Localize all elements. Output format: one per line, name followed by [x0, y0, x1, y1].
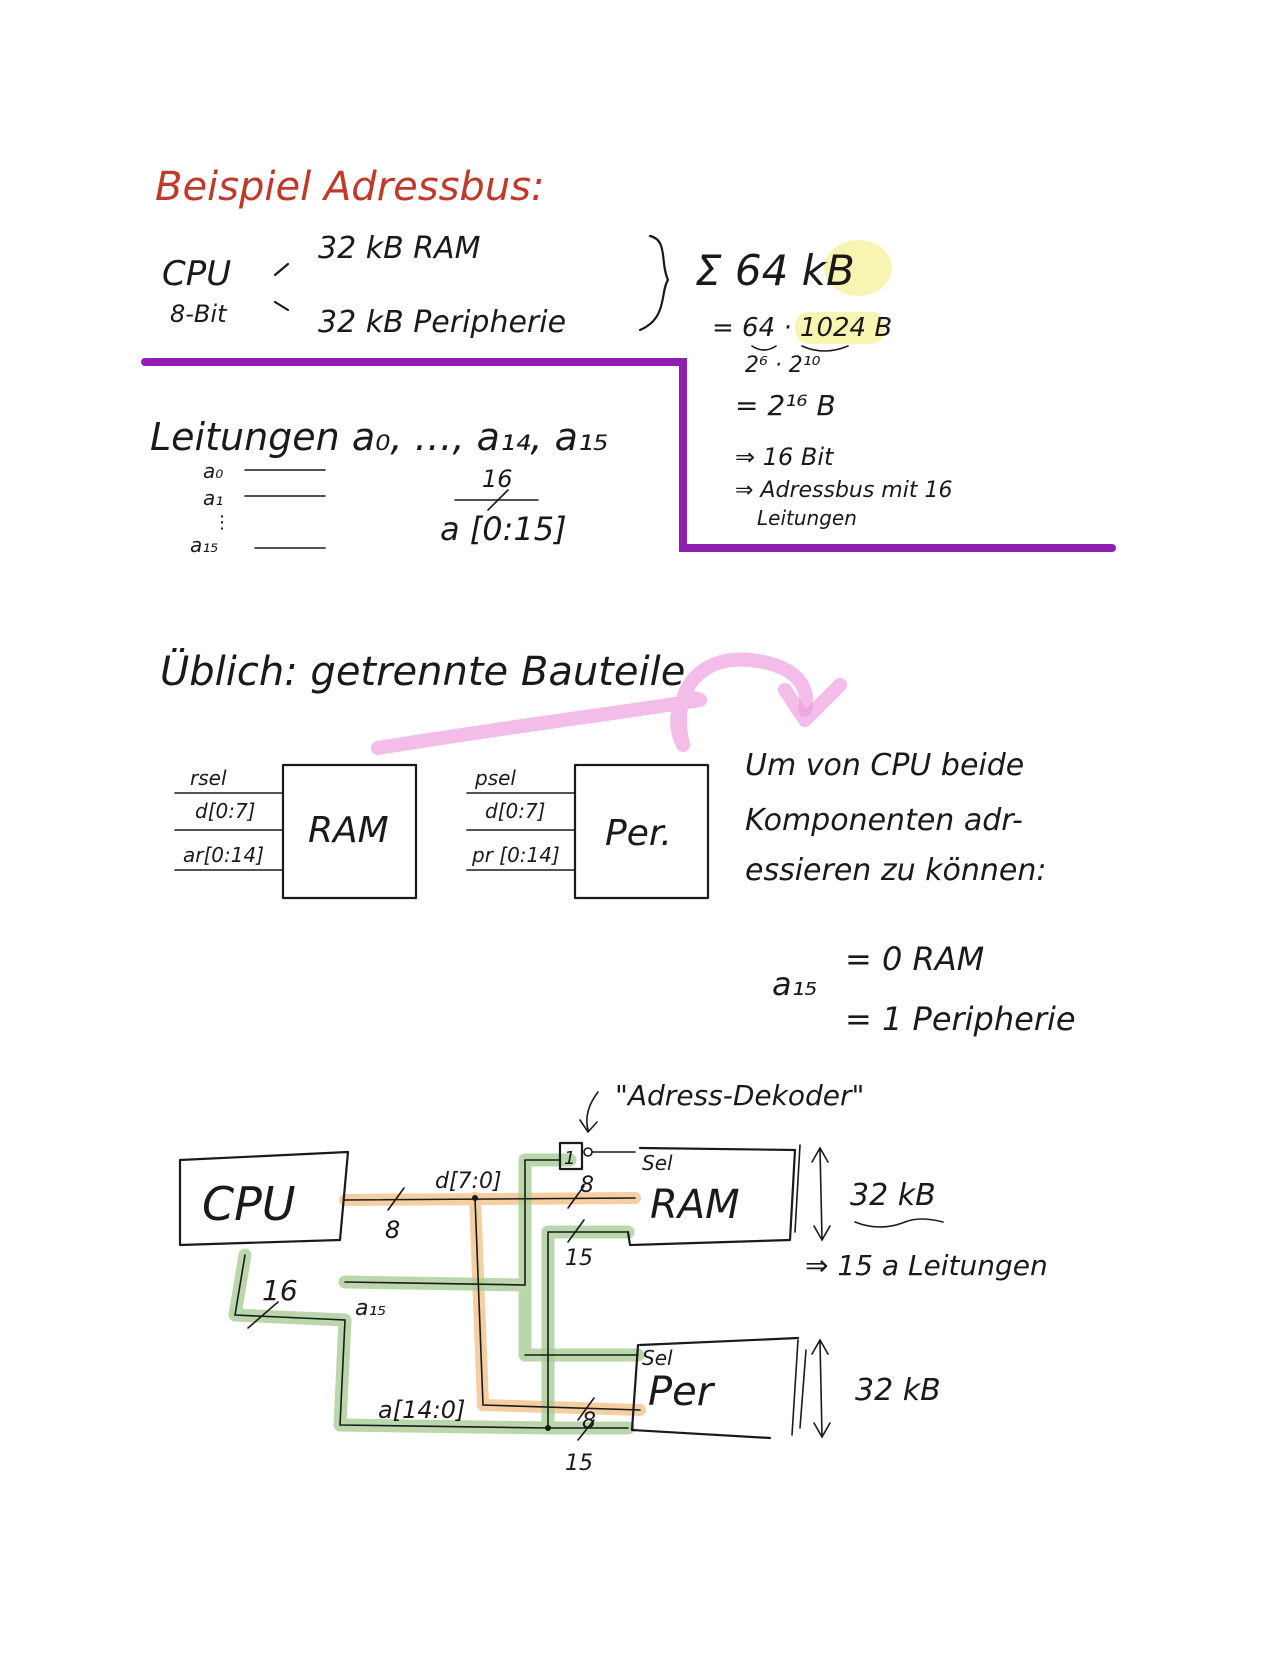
rule-ram: = 0 RAM — [845, 940, 984, 978]
schematic-per-box — [630, 1336, 800, 1440]
bus-label: a [0:15] — [440, 510, 567, 548]
schematic-cpu-label: CPU — [202, 1177, 296, 1231]
line-label-a15: a₁₅ — [190, 533, 218, 557]
per-size-extra-stroke — [799, 1349, 807, 1429]
underbrace-left — [751, 345, 777, 351]
data-bus-line — [344, 1197, 636, 1201]
ram-pin-rsel: rsel — [190, 766, 227, 790]
data-bus-width-cpu: 8 — [385, 1216, 400, 1244]
calc-line-1: = 64 · 1024 B — [712, 313, 892, 343]
ram-size-arrow — [811, 1146, 831, 1242]
per-addr-slash — [577, 1419, 595, 1441]
ram-size-underline — [854, 1218, 944, 1228]
schematic-cpu-box — [178, 1150, 350, 1247]
per-data-slash — [577, 1397, 595, 1421]
per-size-label: 32 kB — [855, 1373, 941, 1408]
bus-width-16: 16 — [482, 465, 513, 493]
decoder-inverter-bubble — [583, 1147, 593, 1157]
per-pin-addr: pr [0:14] — [471, 843, 560, 867]
ram-block-label: RAM — [308, 810, 389, 851]
a15-line — [344, 1159, 526, 1286]
data-bus-label: d[7:0] — [435, 1169, 502, 1194]
addr-bus-width: 16 — [262, 1274, 298, 1307]
data-bus-slash-cpu — [387, 1187, 405, 1211]
cpu-bits: 8-Bit — [170, 300, 228, 328]
decoder-gate-symbol: 1 — [564, 1148, 575, 1169]
ram-block — [281, 763, 418, 900]
decoder-label: "Adress-Dekoder" — [615, 1079, 864, 1112]
per-sel-label: Sel — [642, 1346, 673, 1370]
ram-sel-label: Sel — [642, 1151, 673, 1175]
implies-bits: ⇒ 16 Bit — [735, 443, 835, 471]
addr-bus-line — [234, 1254, 549, 1429]
per-addr-width: 15 — [565, 1451, 593, 1476]
data-bus-drop — [474, 1197, 641, 1411]
line-label-a1: a₁ — [203, 486, 223, 510]
leitungen-heading: Leitungen a₀, …, a₁₄, a₁₅ — [150, 415, 608, 459]
kb-highlight — [824, 240, 892, 296]
note-line-2: Komponenten adr- — [745, 803, 1023, 838]
per-box-right-stroke — [791, 1339, 799, 1436]
rule-a15: a₁₅ — [772, 965, 817, 1003]
rule-per: = 1 Peripherie — [845, 1000, 1076, 1038]
decoder-gate — [558, 1141, 584, 1171]
implies-bus-2: Leitungen — [757, 506, 857, 530]
pink-arrow-head — [778, 678, 847, 727]
calc-line-2: = 2¹⁶ B — [735, 389, 836, 422]
ram-addr-slash — [567, 1219, 585, 1243]
addr-bus-junction — [545, 1425, 551, 1431]
line-label-a0: a₀ — [203, 459, 223, 483]
curly-brace — [638, 234, 670, 332]
per-pin-data: d[0:7] — [485, 799, 546, 823]
per-data-width: 8 — [582, 1409, 596, 1434]
addr-bus-slash — [247, 1301, 279, 1329]
ueblich-heading: Üblich: getrennte Bauteile — [160, 647, 685, 695]
implies-bus: ⇒ Adressbus mit 16 — [735, 478, 952, 503]
ram-box-right-stroke — [794, 1144, 801, 1233]
per-pin-psel: psel — [474, 766, 516, 790]
underbrace-right — [801, 345, 849, 352]
data-bus-junction — [472, 1195, 478, 1201]
ram-data-slash — [567, 1185, 585, 1209]
ram-pin-addr: ar[0:14] — [183, 843, 264, 867]
peripherie-size: 32 kB Peripherie — [318, 305, 566, 340]
page-title: Beispiel Adressbus: — [155, 164, 545, 210]
schematic-per-label: Per — [648, 1369, 716, 1415]
line-label-dots: ⋮ — [213, 512, 231, 533]
pink-arrow-stroke — [371, 652, 814, 755]
calc-powers: 2⁶ · 2¹⁰ — [745, 353, 821, 378]
branch-tick-lower — [273, 300, 290, 312]
bus-slash — [487, 489, 509, 511]
ram-lines-note: ⇒ 15 a Leitungen — [805, 1249, 1048, 1282]
per-size-arrow — [811, 1338, 831, 1439]
addr-to-ram — [547, 1231, 629, 1429]
ram-addr-width: 15 — [565, 1246, 593, 1271]
schematic-ram-box — [626, 1146, 797, 1247]
ram-size: 32 kB RAM — [318, 231, 481, 266]
addr-low-label: a[14:0] — [378, 1396, 465, 1424]
branch-tick-upper — [273, 262, 290, 277]
ram-data-width: 8 — [580, 1173, 594, 1198]
ram-pin-data: d[0:7] — [195, 799, 256, 823]
ram-size-label: 32 kB — [850, 1178, 936, 1213]
section-divider — [141, 358, 1116, 552]
note-line-3: essieren zu können: — [745, 853, 1046, 888]
decoder-arrow — [579, 1091, 599, 1134]
sum-total: Σ 64 kB — [695, 246, 855, 295]
per-block-label: Per. — [605, 813, 672, 854]
schematic-a15-label: a₁₅ — [355, 1296, 386, 1321]
cpu-label: CPU — [162, 254, 231, 294]
note-line-1: Um von CPU beide — [745, 748, 1024, 783]
factor-highlight — [795, 312, 885, 344]
per-block — [573, 763, 710, 900]
schematic-ram-label: RAM — [650, 1182, 740, 1228]
